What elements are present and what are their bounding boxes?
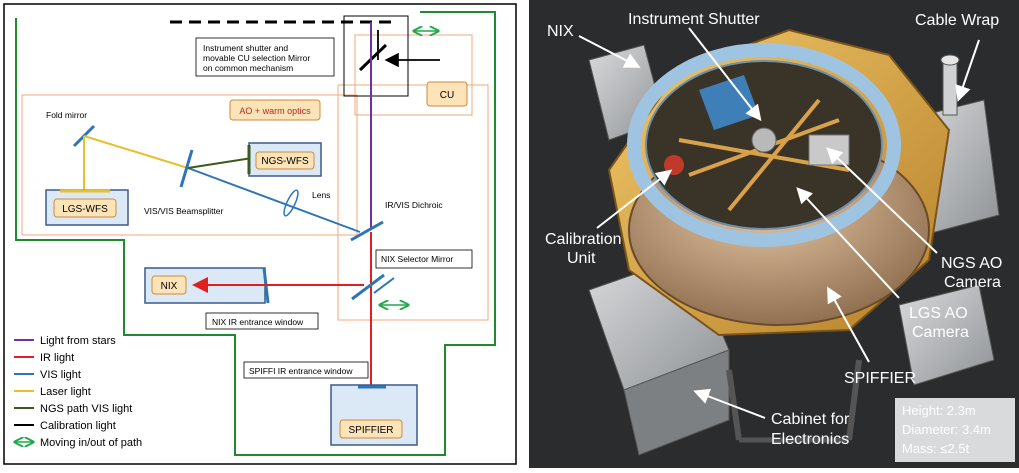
cable-wrap-pointer — [955, 39, 980, 102]
ir-vis-dichroic — [350, 220, 384, 242]
legend-label-ir: IR light — [40, 352, 74, 364]
nix-enclosure-box — [337, 84, 489, 321]
ngs-beam — [187, 157, 253, 169]
ngs-wfs-box — [255, 151, 315, 170]
mechanism-note-line2: movable CU selection Mirror — [203, 53, 310, 63]
spec-mass: Mass: ≤2.5t — [902, 441, 969, 456]
rotator-ring — [627, 43, 901, 247]
photo-label-ngs-ao-line2: Camera — [944, 274, 1001, 291]
beamsplitter-label: VIS/VIS Beamsplitter — [144, 206, 224, 216]
nix-selector-mirror — [351, 273, 385, 301]
photo-label-cabinet-line2: Electronics — [771, 431, 849, 448]
optical-schematic-panel: Instrument shutter and movable CU select… — [3, 3, 517, 465]
legend-label-moving: Moving in/out of path — [40, 437, 142, 449]
photo-label-lgs-ao-line2: Camera — [912, 324, 969, 341]
nix-window-label: NIX IR entrance window — [212, 317, 304, 327]
instrument-rendering: NIX Instrument Shutter Cable Wrap Calibr… — [529, 0, 1019, 468]
spiffi-window-label-box — [243, 361, 369, 379]
mechanism-note-box — [195, 37, 335, 77]
cabinet-bottom-left-side — [623, 349, 730, 456]
vis-beam — [187, 167, 361, 233]
instrument-shutter-pointer — [688, 27, 762, 122]
ao-warm-optics-label: AO + warm optics — [239, 106, 311, 116]
ngs-ao-pointer — [826, 147, 938, 254]
legend-label-vis: VIS light — [40, 369, 81, 381]
spiffier-label: SPIFFIER — [348, 425, 393, 436]
spiffi-window-label: SPIFFI IR entrance window — [249, 366, 353, 376]
fold-mirror-label: Fold mirror — [46, 110, 87, 120]
calibration-unit-pointer — [596, 169, 673, 229]
nix-window-label-box — [205, 312, 319, 330]
specs-box — [895, 398, 1015, 462]
nix-label: NIX — [161, 281, 178, 292]
cable-wrap-post — [942, 59, 958, 116]
support-leg-2 — [846, 359, 862, 441]
photo-label-spiffier: SPIFFIER — [844, 370, 916, 387]
ao-warm-optics-box — [21, 94, 358, 236]
spec-height: Height: 2.3m — [902, 403, 976, 418]
nix-vessel-visible — [699, 75, 759, 130]
mechanism-note-line3: on common mechanism — [203, 63, 293, 73]
cabinet-bottom-right — [898, 284, 995, 386]
ao-warm-optics-box-label — [229, 99, 321, 121]
dichroic-label: IR/VIS Dichroic — [385, 200, 443, 210]
lgs-wfs-label: LGS-WFS — [62, 204, 108, 215]
cu-label: CU — [440, 90, 454, 101]
nix-selector-mirror-alt — [373, 277, 395, 294]
cu-box — [426, 81, 468, 107]
lgs-wfs-box — [53, 198, 117, 218]
cu-selection-mirror — [358, 43, 388, 72]
calibration-unit-part — [664, 155, 684, 175]
spiffier-box — [339, 419, 403, 439]
photo-label-cabinet-line1: Cabinet for — [771, 411, 850, 428]
optical-schematic: Instrument shutter and movable CU select… — [3, 3, 517, 465]
ngs-wfs-label: NGS-WFS — [261, 156, 309, 167]
nix-pointer — [578, 35, 641, 68]
photo-label-lgs-ao-line1: LGS AO — [909, 305, 968, 322]
lgs-ao-pointer — [796, 187, 900, 299]
frame — [3, 3, 517, 465]
photo-label-nix: NIX — [547, 23, 574, 40]
legend-label-laser: Laser light — [40, 386, 91, 398]
laser-beam-to-fold — [83, 135, 189, 169]
photo-label-cable-wrap: Cable Wrap — [915, 12, 999, 29]
legend-label-stars: Light from stars — [40, 335, 116, 347]
vis-vis-beamsplitter — [179, 149, 194, 188]
cabinet-pointer — [693, 388, 766, 419]
instrument-rendering-panel: NIX Instrument Shutter Cable Wrap Calibr… — [529, 0, 1019, 468]
nix-selector-label-box — [375, 249, 473, 269]
lens — [283, 189, 299, 217]
support-leg-1 — [726, 369, 742, 441]
instrument-shutter-unit — [751, 127, 777, 153]
spiffier-pointer — [827, 286, 870, 363]
nix-box — [151, 275, 187, 295]
shutter-mechanism-box — [343, 15, 409, 97]
legend-label-calibration: Calibration light — [40, 420, 116, 432]
legend: Light from stars IR light VIS light Lase… — [14, 335, 142, 449]
mechanism-note-line1: Instrument shutter and — [203, 43, 288, 53]
instrument-enclosure-outline — [15, 11, 496, 456]
cable-wrap-cap — [940, 54, 960, 66]
photo-label-instrument-shutter: Instrument Shutter — [628, 11, 760, 28]
legend-label-ngs: NGS path VIS light — [40, 403, 132, 415]
spec-diameter: Diameter: 3.4m — [902, 422, 991, 437]
lens-label: Lens — [312, 190, 330, 200]
nix-selector-label: NIX Selector Mirror — [381, 254, 453, 264]
photo-label-ngs-ao-line1: NGS AO — [941, 255, 1002, 272]
photo-label-calibration-unit-line2: Unit — [567, 250, 596, 267]
photo-label-calibration-unit-line1: Calibration — [545, 231, 621, 248]
